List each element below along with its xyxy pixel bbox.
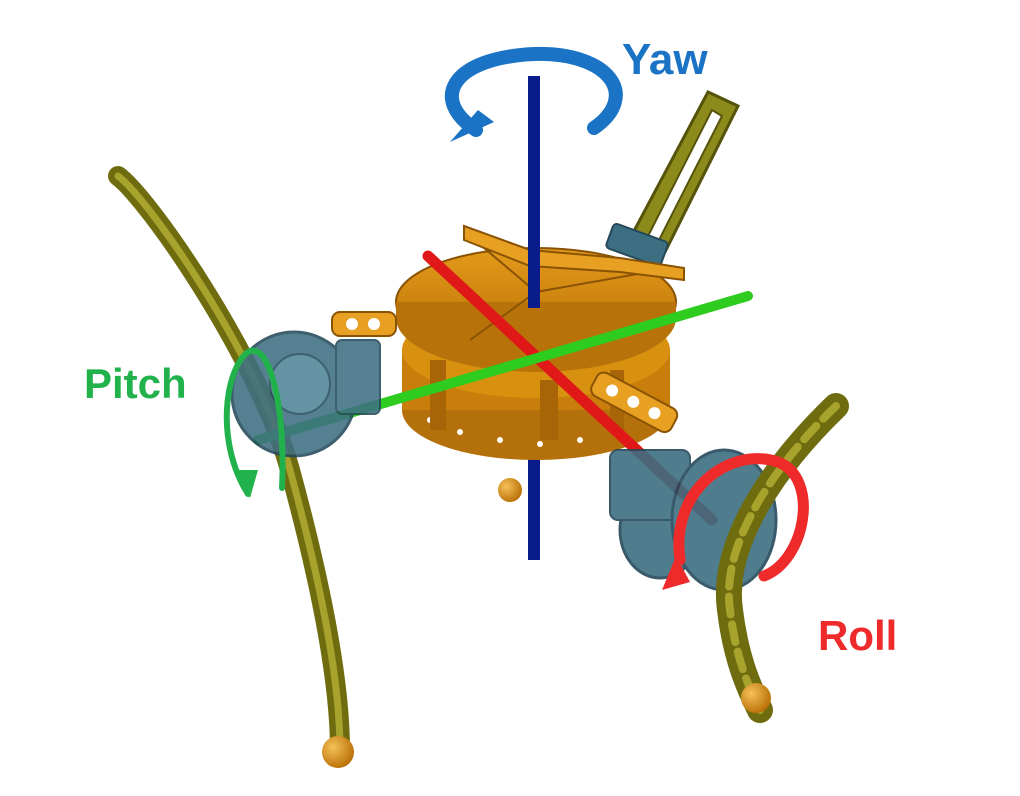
yaw-label: Yaw <box>622 35 708 84</box>
yaw-rotation-arrow-icon <box>444 46 623 142</box>
roll-rotation-arrow-icon <box>662 453 809 590</box>
left-foot <box>322 736 354 768</box>
left-leg <box>108 166 354 768</box>
pitch-rotation-arrow-icon <box>223 347 286 498</box>
rear-right-leg <box>605 90 741 268</box>
front-right-leg <box>715 393 849 723</box>
pitch-joint-module <box>230 330 381 458</box>
roll-label: Roll <box>818 612 897 659</box>
pitch-label: Pitch <box>84 360 187 407</box>
right-foot <box>741 683 771 713</box>
